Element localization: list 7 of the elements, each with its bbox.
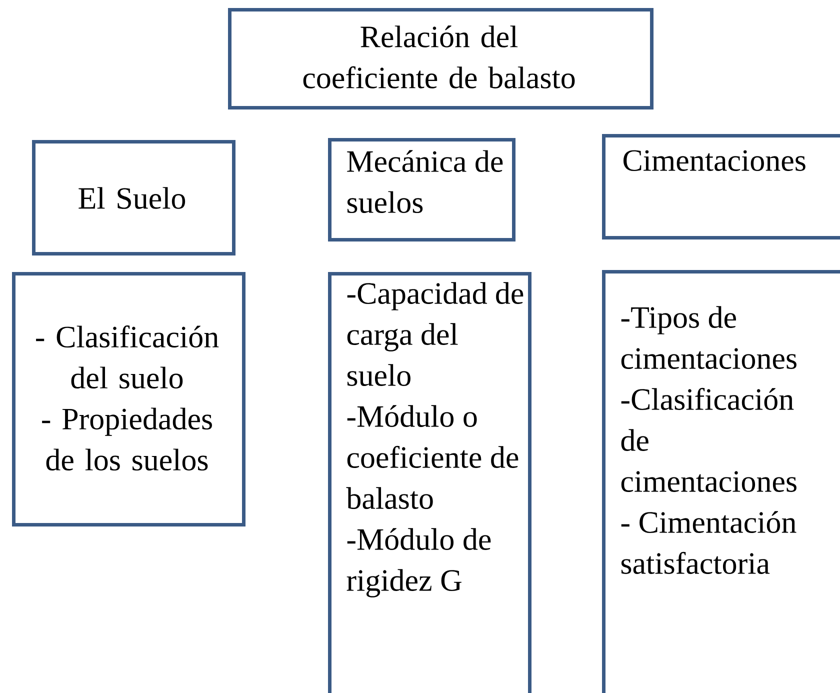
text-box: Mecánica de suelos (328, 138, 516, 242)
text-box: -Tipos de cimentaciones -Clasificación de cimentaciones - Cimentación satisfactoria (602, 270, 840, 693)
text-box: Relación del coeficiente de balasto (228, 8, 654, 110)
text-box: - Clasificación del suelo - Propiedades de los suelos (12, 272, 246, 526)
text-box: Cimentaciones (602, 134, 840, 240)
text-box: -Capacidad de carga del suelo -Módulo o coeficiente de balasto -Módulo de rigidez G (328, 272, 532, 693)
text-box: El Suelo (32, 140, 236, 256)
